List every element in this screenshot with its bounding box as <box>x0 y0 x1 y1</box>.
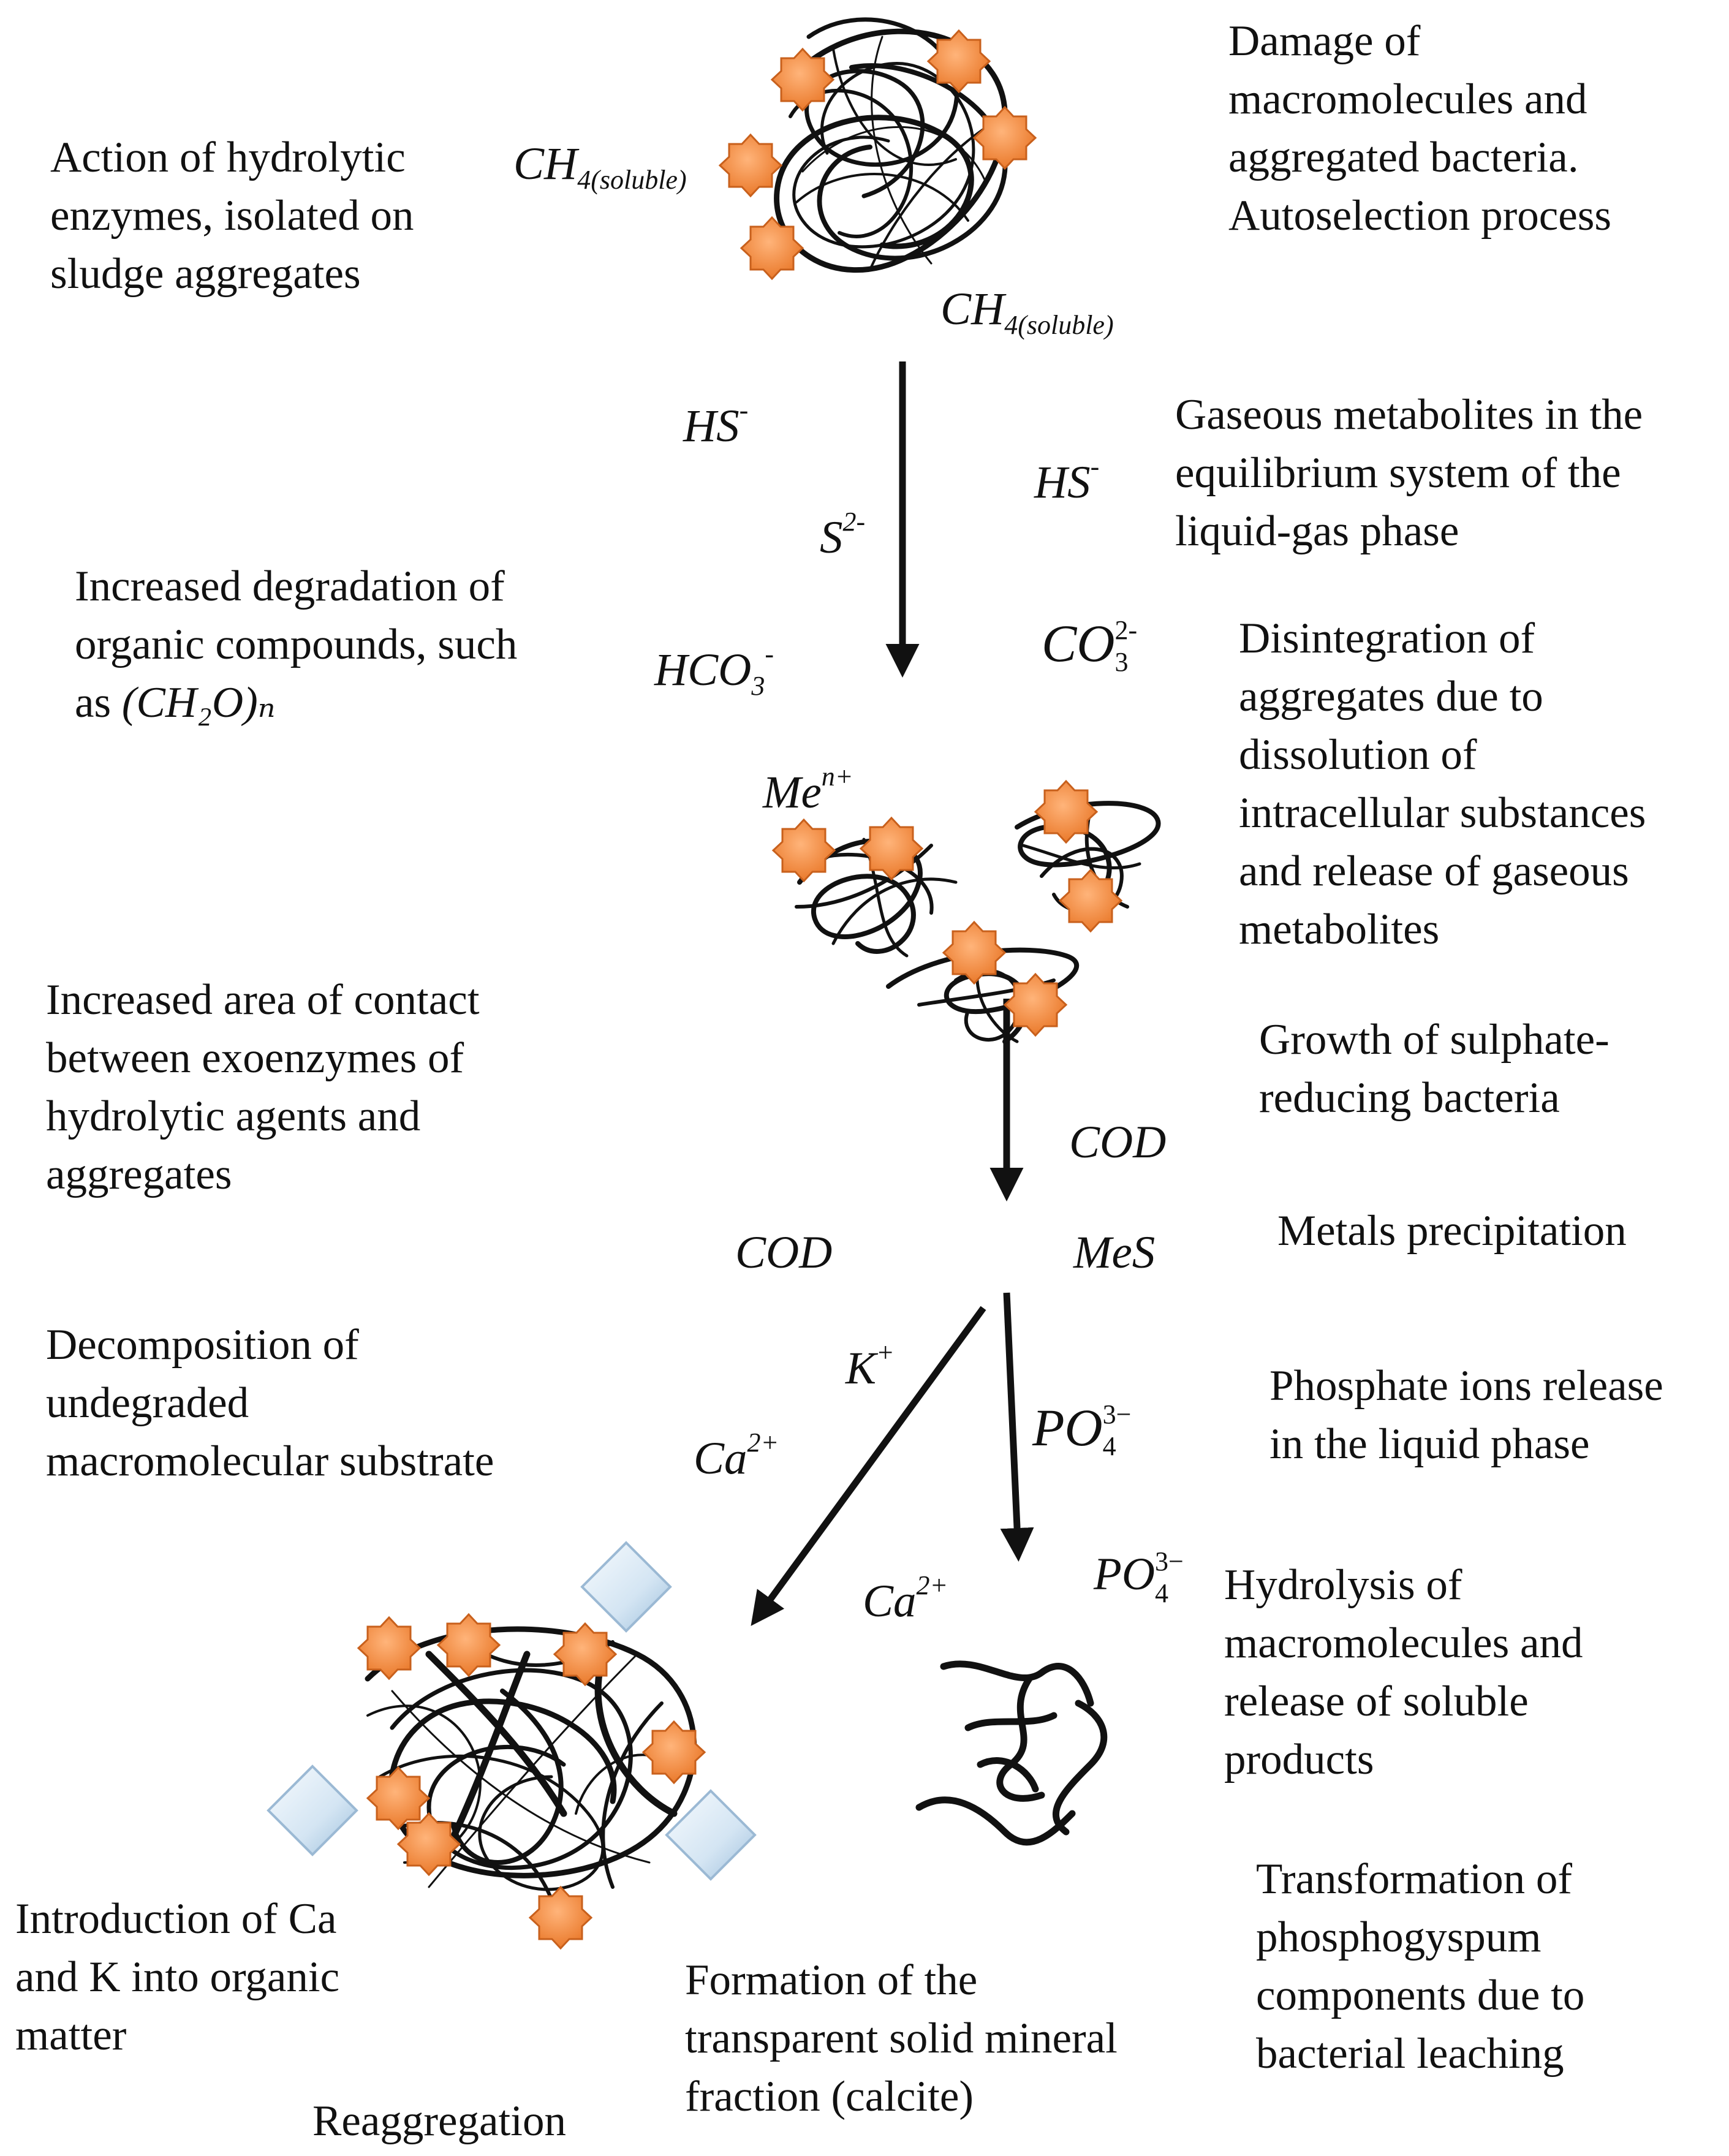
enzyme-icon <box>366 1766 430 1830</box>
growth-srb-note: Growth of sulphate- reducing bacteria <box>1259 1016 1610 1122</box>
disintegration-note: Disintegration of aggregates due to diss… <box>1239 615 1646 953</box>
bicarbonate-ion: HCO3- <box>654 639 774 701</box>
gaseous-metabolites-note: Gaseous metabolites in the equilibrium s… <box>1175 391 1643 555</box>
cod-label-left: COD <box>735 1227 833 1278</box>
enzyme-icon <box>860 817 923 880</box>
calcite-crystal-icon <box>267 1765 358 1856</box>
soluble-products-fragments <box>915 1660 1108 1846</box>
increased-contact-note: Increased area of contact between exoenz… <box>46 976 480 1198</box>
enzyme-icon <box>719 134 782 197</box>
metal-cation: Men+ <box>763 762 853 818</box>
transformation-note: Transformation of phosphogyspum componen… <box>1256 1855 1585 2078</box>
formation-calcite-note: Formation of the transparent solid miner… <box>685 1956 1118 2120</box>
decomposition-note: Decomposition of undegraded macromolecul… <box>46 1321 494 1485</box>
introduction-ca-k-note: Introduction of Ca and K into organic ma… <box>15 1895 340 2059</box>
phosphate-release-note: Phosphate ions release in the liquid pha… <box>1269 1362 1663 1468</box>
calcite-crystal-icon <box>581 1541 672 1632</box>
enzyme-icon <box>1004 973 1067 1037</box>
enzyme-icon <box>772 819 836 882</box>
enzyme-icon <box>740 216 804 280</box>
enzyme-icon <box>437 1613 501 1677</box>
enzyme-icon <box>927 29 991 93</box>
ch4-soluble-left: CH4(soluble) <box>513 138 687 195</box>
reaggregation-label: Reaggregation <box>312 2097 567 2145</box>
enzyme-icon <box>397 1812 461 1876</box>
enzyme-icon <box>553 1622 617 1686</box>
hydrolytic-enzymes-note: Action of hydrolytic enzymes, isolated o… <box>50 134 414 298</box>
arrow-bottom-right-down <box>1000 1292 1034 1562</box>
carbohydrate-formula: (CH₂O)ₙ <box>121 679 276 727</box>
cod-label-right: COD <box>1069 1117 1167 1168</box>
hs-ion-right: HS- <box>1034 452 1100 508</box>
increased-degradation-note: Increased degradation of organic compoun… <box>75 562 518 727</box>
enzyme-icon <box>1034 780 1098 844</box>
enzyme-icon <box>1059 869 1122 932</box>
metal-sulfide-label: MeS <box>1073 1227 1156 1278</box>
enzyme-icon <box>973 106 1037 170</box>
enzyme-icon <box>357 1616 421 1680</box>
calcium-ion-bottom: Ca2+ <box>863 1570 948 1627</box>
ch4-soluble-right: CH4(soluble) <box>940 284 1114 341</box>
calcium-ion-left: Ca2+ <box>694 1428 779 1484</box>
metals-precipitation-note: Metals precipitation <box>1277 1207 1627 1255</box>
enzyme-icon <box>942 921 1006 985</box>
enzyme-icon <box>642 1720 706 1784</box>
potassium-ion: K+ <box>846 1337 895 1394</box>
hs-ion-left: HS- <box>683 395 749 452</box>
enzyme-icon <box>529 1886 592 1950</box>
arrow-diagonal-left <box>751 1306 986 1626</box>
enzyme-icon <box>771 48 834 112</box>
sulfide-ion: S2- <box>820 507 866 563</box>
hydrolysis-note: Hydrolysis of macromolecules and release… <box>1224 1561 1583 1783</box>
damage-macromolecules-note: Damage of macromolecules and aggregated … <box>1228 17 1612 240</box>
